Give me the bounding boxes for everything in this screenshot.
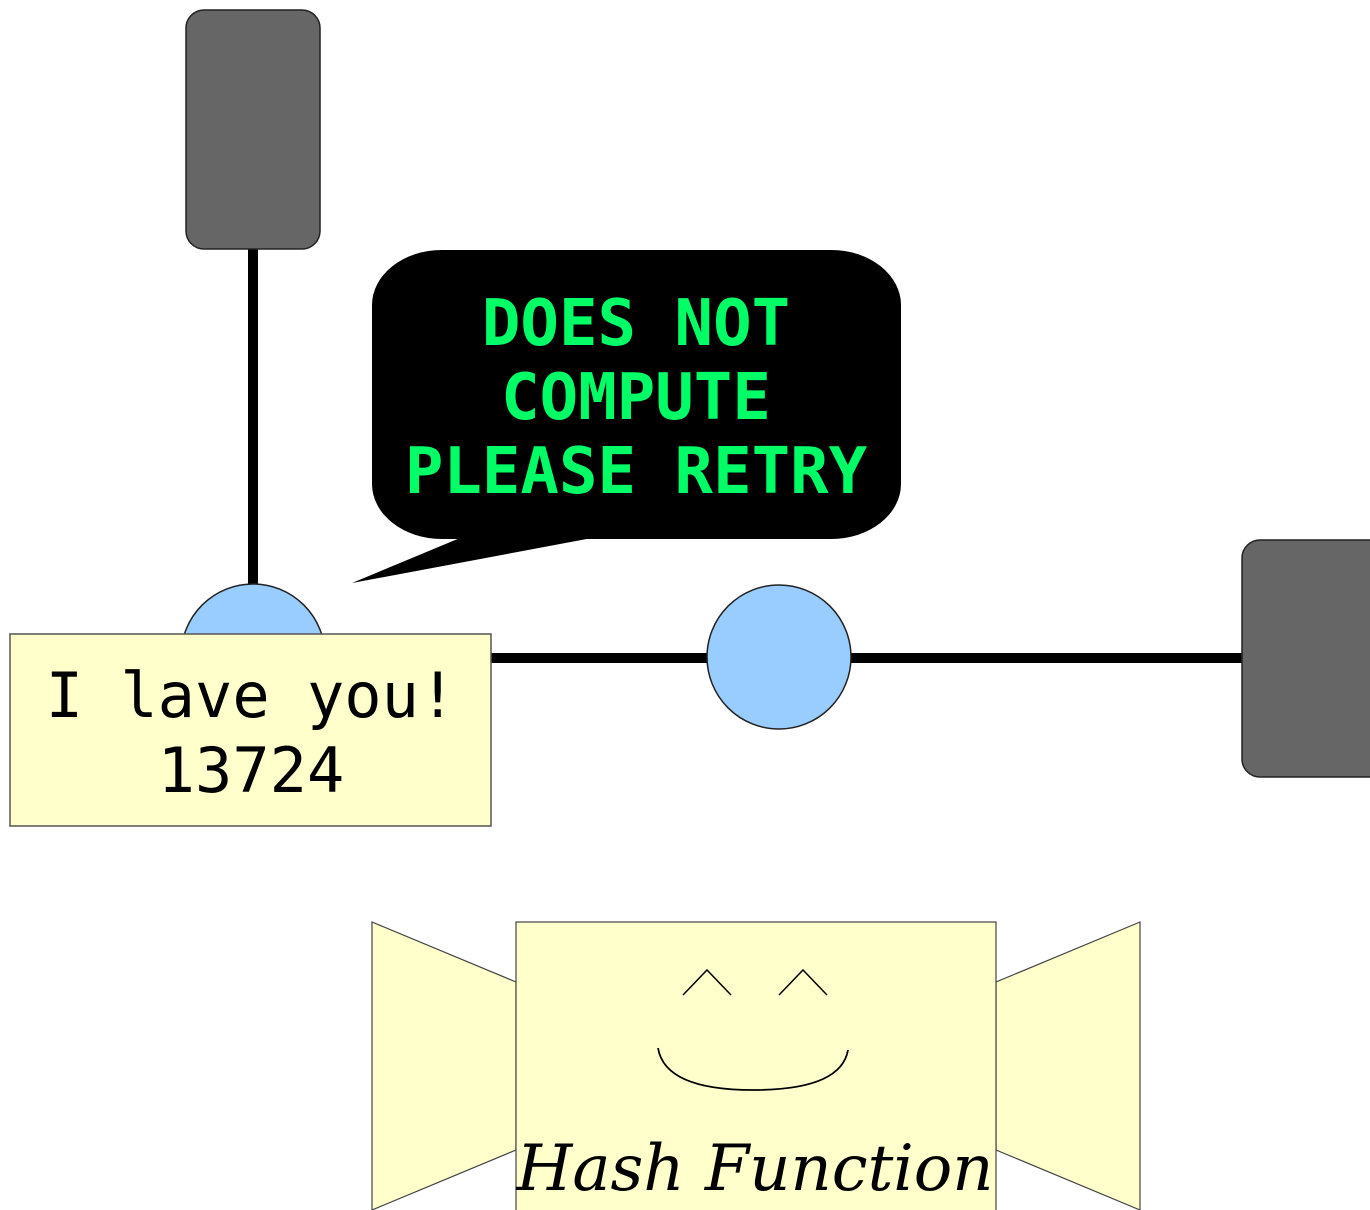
hash-function-candy: Hash Function (371, 921, 1141, 1210)
speech-bubble-body (372, 250, 901, 539)
left-eye (682, 968, 732, 996)
note-hash-value: 13724 (158, 734, 345, 807)
candy-right-wrapper (995, 921, 1141, 1210)
speech-bubble: DOES NOT COMPUTE PLEASE RETRY (352, 250, 901, 583)
top-terminal-block (185, 9, 321, 250)
hash-function-label: Hash Function (516, 1132, 994, 1206)
speech-line-3: PLEASE RETRY (405, 435, 868, 509)
speech-bubble-tail (352, 538, 592, 583)
input-note-card (9, 633, 492, 827)
right-terminal-block (1241, 539, 1370, 778)
smile (657, 1047, 849, 1091)
right-eye (778, 968, 828, 996)
speech-line-2: COMPUTE (501, 361, 771, 435)
speech-line-1: DOES NOT (482, 287, 790, 361)
candy-body (515, 921, 997, 1210)
candy-left-wrapper (371, 921, 517, 1210)
note-message: I lave you! (46, 659, 457, 732)
middle-node (706, 584, 852, 730)
input-note: I lave you! 13724 (9, 633, 492, 827)
